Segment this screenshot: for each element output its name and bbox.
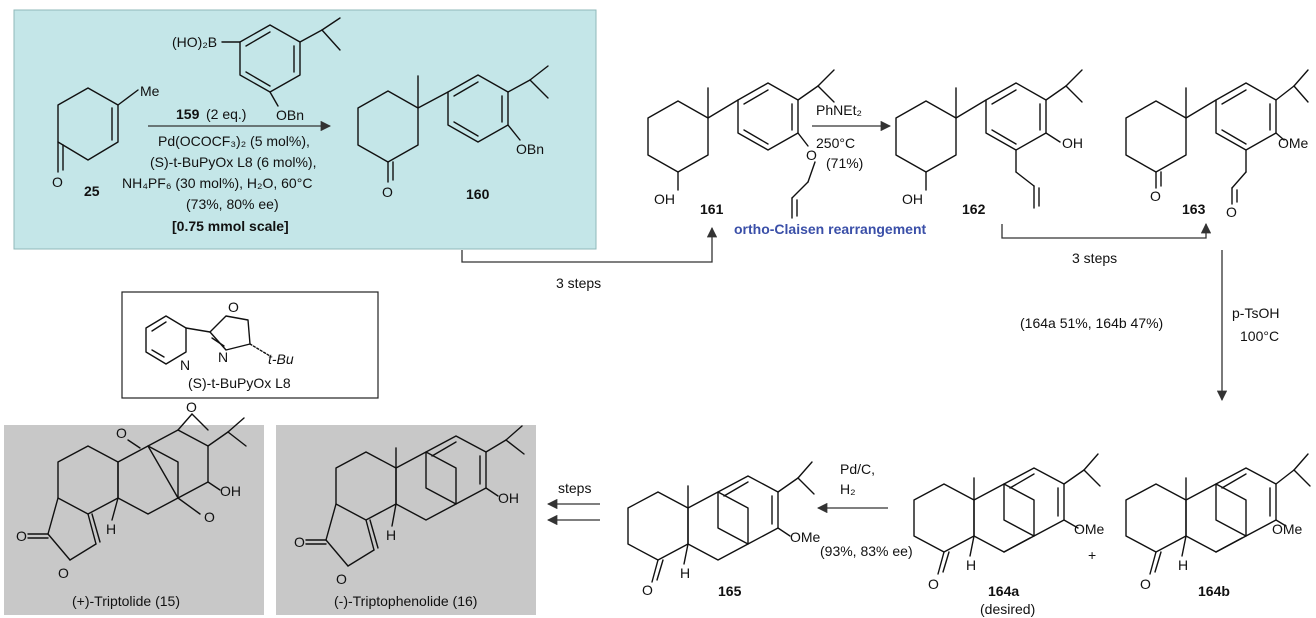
acid-reagent: p-TsOH <box>1232 305 1279 321</box>
epoxide-oxygen-1: O <box>186 399 197 415</box>
obn-label-160: OBn <box>516 141 544 157</box>
methoxy-label-165: OMe <box>790 529 821 545</box>
claisen-yield: (71%) <box>826 155 863 171</box>
claisen-label: ortho-Claisen rearrangement <box>734 221 926 237</box>
obn-label-159: OBn <box>276 107 304 123</box>
three-steps-arrow-b <box>1001 222 1212 239</box>
oxazoline-nitrogen: N <box>218 349 228 365</box>
epoxide-oxygen-2: O <box>116 425 127 441</box>
compound-163-structure: OMe O O <box>1125 69 1309 220</box>
compound-165-label: 165 <box>718 583 742 599</box>
ketone-oxygen-164a: O <box>928 576 939 592</box>
compound-160-label: 160 <box>466 186 490 202</box>
methoxy-label-163: OMe <box>1278 135 1309 151</box>
step1-condition-2: (S)-t-BuPyOx L8 (6 mol%), <box>150 154 316 170</box>
methoxy-label-164a: OMe <box>1074 521 1105 537</box>
triptophenolide-structure: OH O O H <box>294 425 525 587</box>
triptolide-structure: O O O OH O O H <box>16 399 247 581</box>
compound-160-structure: O OBn <box>357 65 549 200</box>
aldehyde-oxygen-163: O <box>1226 204 1237 220</box>
three-steps-arrow-a <box>461 226 718 263</box>
lactone-ring-oxygen-15: O <box>58 565 69 581</box>
acid-yields: (164a 51%, 164b 47%) <box>1020 315 1163 331</box>
step1-scale: [0.75 mmol scale] <box>172 218 289 234</box>
triptolide-hydroxyl: OH <box>220 483 241 499</box>
compound-164a-note: (desired) <box>980 601 1035 617</box>
triptophenolide-label: (-)-Triptophenolide (16) <box>334 593 477 609</box>
ketone-oxygen-165: O <box>642 582 653 598</box>
three-steps-label-a: 3 steps <box>556 275 601 291</box>
compound-163-label: 163 <box>1182 201 1206 217</box>
step1-condition-1: Pd(OCOCF₃)₂ (5 mol%), <box>158 133 310 149</box>
ketone-oxygen-164b: O <box>1140 576 1151 592</box>
triptophenolide-hydroxyl: OH <box>498 490 519 506</box>
pyridine-nitrogen: N <box>180 357 190 373</box>
hydrogenation-reagent: Pd/C, <box>840 461 875 477</box>
triptolide-hydrogen: H <box>106 521 116 537</box>
compound-159-equiv: (2 eq.) <box>206 106 246 122</box>
compound-161-label: 161 <box>700 201 724 217</box>
triptophenolide-box <box>276 425 536 615</box>
ligand-label: (S)-t-BuPyOx L8 <box>188 375 291 391</box>
compound-161-structure: O OH <box>647 69 835 219</box>
claisen-temp: 250°C <box>816 135 855 151</box>
boronic-acid-label: (HO)₂B <box>172 34 217 50</box>
three-steps-label-b: 3 steps <box>1072 250 1117 266</box>
hydrogenation-gas: H₂ <box>840 481 856 497</box>
hydrogen-label-164b: H <box>1178 557 1188 573</box>
step1-condition-3: NH₄PF₆ (30 mol%), H₂O, 60°C <box>122 175 312 191</box>
triptophenolide-hydrogen: H <box>386 527 396 543</box>
compound-164b-structure: OMe O H <box>1125 453 1311 592</box>
triptolide-box <box>4 425 264 615</box>
triptolide-label: (+)-Triptolide (15) <box>72 593 180 609</box>
phenol-label-162: OH <box>1062 135 1083 151</box>
plus-sign: + <box>1088 547 1096 563</box>
methoxy-label-164b: OMe <box>1272 521 1303 537</box>
claisen-reagent: PhNEt₂ <box>816 102 862 118</box>
ketone-oxygen-163: O <box>1150 188 1161 204</box>
step1-yield: (73%, 80% ee) <box>186 196 279 212</box>
oxo-label: O <box>52 174 63 190</box>
hydrogen-label-165: H <box>680 565 690 581</box>
compound-25-structure: Me O <box>52 83 160 190</box>
lactone-ring-oxygen-16: O <box>336 571 347 587</box>
compound-164b-label: 164b <box>1198 583 1230 599</box>
oxazoline-oxygen: O <box>228 299 239 315</box>
lactone-carbonyl-oxygen-16: O <box>294 534 305 550</box>
acid-temp: 100°C <box>1240 328 1279 344</box>
methyl-label: Me <box>140 83 160 99</box>
final-steps-label: steps <box>558 480 591 496</box>
compound-164a-label: 164a <box>988 583 1019 599</box>
ether-oxygen-161: O <box>806 147 817 163</box>
hydroxyl-label-162: OH <box>902 191 923 207</box>
hydrogen-label-164a: H <box>966 557 976 573</box>
hydrogenation-yield: (93%, 83% ee) <box>820 543 913 559</box>
epoxide-oxygen-3: O <box>204 509 215 525</box>
ligand-box <box>121 291 379 399</box>
tbu-label: t-Bu <box>268 351 294 367</box>
compound-164a-structure: OMe O H <box>913 453 1105 592</box>
compound-162-structure: OH OH <box>895 69 1083 209</box>
compound-159-label: 159 <box>176 106 200 122</box>
compound-165-structure: OMe O H <box>627 461 821 598</box>
compound-159-structure: (HO)₂B OBn <box>172 17 341 123</box>
compound-162-label: 162 <box>962 201 986 217</box>
compound-25-label: 25 <box>84 183 100 199</box>
oxo-label-160: O <box>382 184 393 200</box>
hydroxyl-label-161: OH <box>654 191 675 207</box>
lactone-carbonyl-oxygen-15: O <box>16 528 27 544</box>
ligand-structure: N O N t-Bu <box>145 299 294 373</box>
reaction-conditions-box <box>13 9 597 250</box>
